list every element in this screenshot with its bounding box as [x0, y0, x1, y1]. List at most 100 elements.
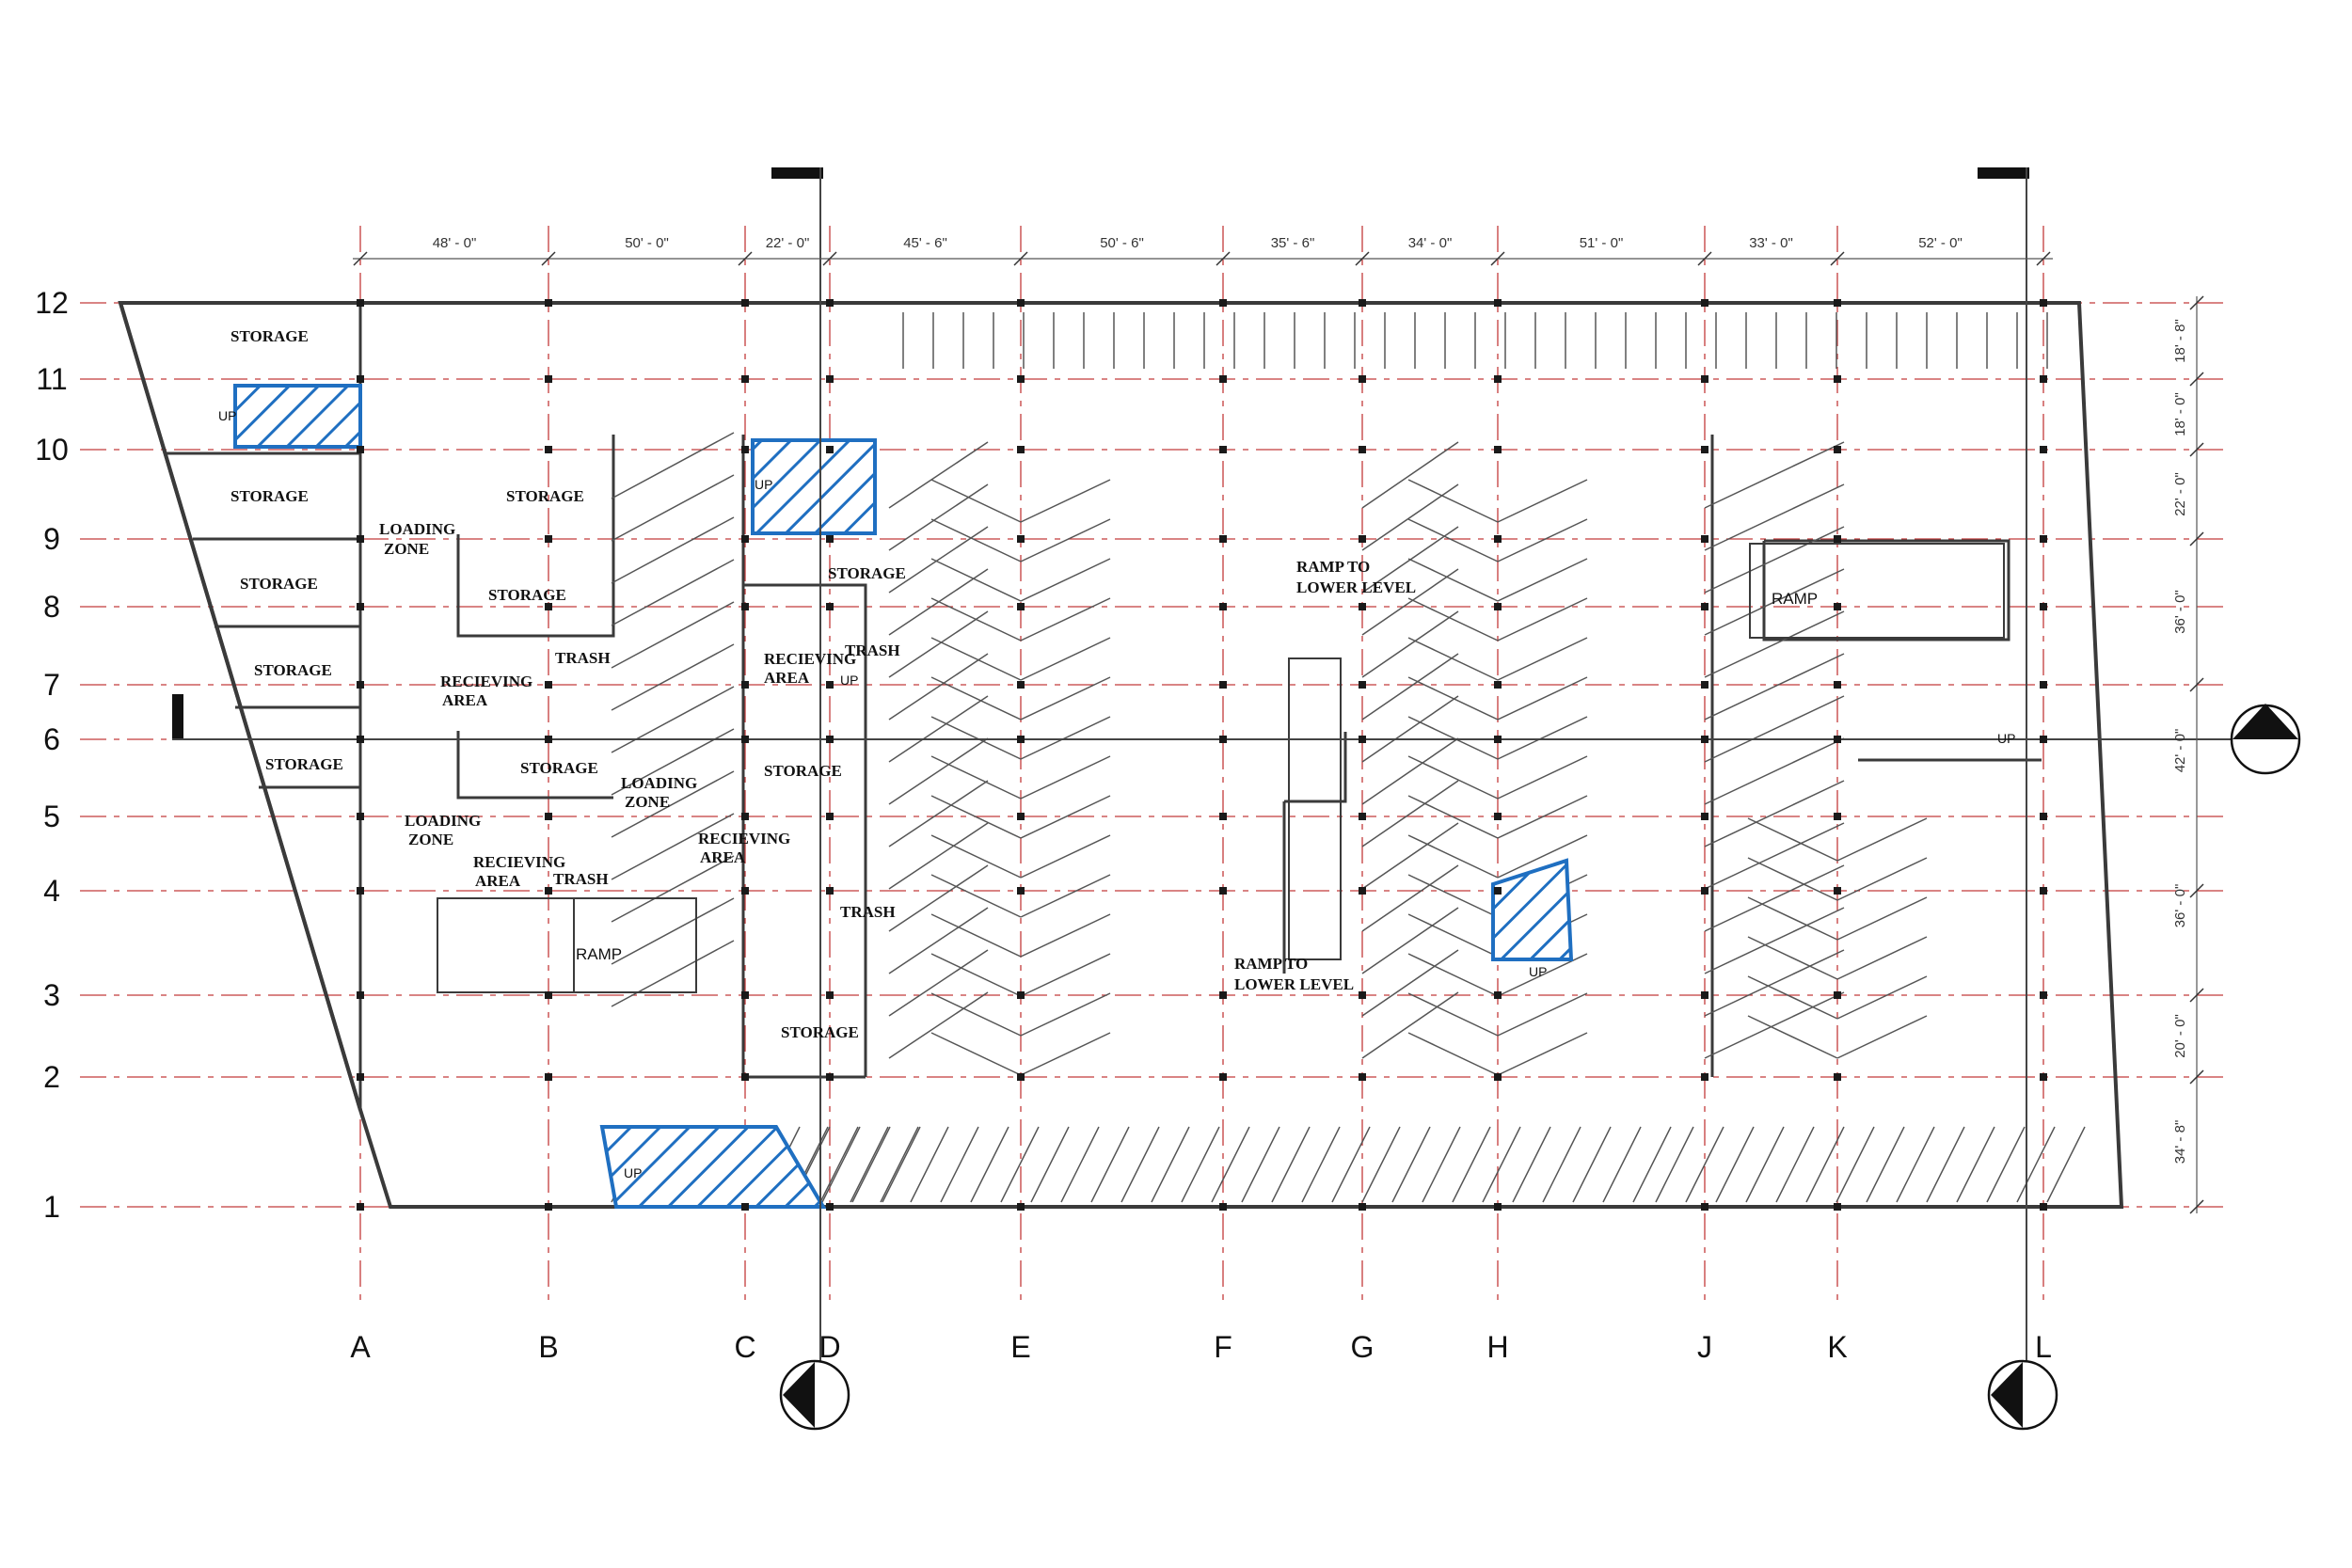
- structural-column: [826, 535, 834, 543]
- hatch-area-h: [1491, 858, 1574, 961]
- label-storage-11: STORAGE: [781, 1023, 859, 1041]
- row-label-3: 3: [43, 978, 60, 1012]
- structural-column: [1219, 813, 1227, 820]
- column-label-F: F: [1214, 1330, 1232, 1364]
- column-label-C: C: [734, 1330, 755, 1364]
- structural-column: [1494, 1073, 1502, 1081]
- structural-column: [545, 603, 552, 610]
- label-area-1: AREA: [442, 691, 488, 709]
- structural-column: [357, 681, 364, 689]
- structural-column: [357, 813, 364, 820]
- structural-column: [1494, 1203, 1502, 1211]
- structural-column: [545, 299, 552, 307]
- structural-column: [545, 1203, 552, 1211]
- hatch-area-stair-c: [751, 438, 877, 535]
- structural-column: [1359, 991, 1366, 999]
- structural-column: [1701, 603, 1708, 610]
- structural-column: [1219, 446, 1227, 453]
- structural-column: [357, 991, 364, 999]
- structural-column: [1017, 887, 1025, 895]
- structural-column: [2040, 1203, 2047, 1211]
- label-ramp-1: RAMP: [576, 945, 622, 963]
- structural-column: [357, 1073, 364, 1081]
- column-label-L: L: [2035, 1330, 2052, 1364]
- label-up-2: UP: [755, 477, 772, 492]
- row-label-12: 12: [35, 286, 69, 320]
- structural-column: [2040, 991, 2047, 999]
- structural-column: [2040, 681, 2047, 689]
- label-recieving-4: RECIEVING: [764, 650, 856, 668]
- structural-column: [1219, 603, 1227, 610]
- structural-column: [1359, 535, 1366, 543]
- label-storage-7: STORAGE: [488, 586, 566, 604]
- label-trash-3: TRASH: [845, 641, 900, 659]
- structural-column: [1017, 1203, 1025, 1211]
- structural-column: [1017, 446, 1025, 453]
- structural-column: [545, 375, 552, 383]
- structural-column: [1359, 1073, 1366, 1081]
- column-label-B: B: [538, 1330, 558, 1364]
- room-labels: STORAGE STORAGE STORAGE STORAGE STORAGE …: [218, 327, 2015, 1180]
- structural-column: [545, 991, 552, 999]
- row-label-11: 11: [36, 362, 67, 396]
- dimension-top-7: 34' - 0": [1408, 235, 1453, 251]
- structural-column: [1834, 681, 1841, 689]
- structural-column: [1701, 991, 1708, 999]
- column-label-E: E: [1010, 1330, 1030, 1364]
- column-label-G: G: [1351, 1330, 1375, 1364]
- structural-column: [1494, 603, 1502, 610]
- label-loading-3: LOADING: [621, 774, 697, 792]
- structural-column: [826, 887, 834, 895]
- label-ramp-2: RAMP: [1772, 590, 1818, 608]
- structural-column: [826, 375, 834, 383]
- dimension-top-1: 48' - 0": [433, 235, 477, 251]
- structural-column: [357, 535, 364, 543]
- structural-column: [1834, 991, 1841, 999]
- structural-column: [826, 991, 834, 999]
- dimension-right-3: 22' - 0": [2172, 472, 2188, 516]
- structural-column: [741, 375, 749, 383]
- structural-column: [357, 887, 364, 895]
- structural-column: [545, 535, 552, 543]
- structural-column: [1701, 1203, 1708, 1211]
- row-label-5: 5: [43, 800, 60, 833]
- structural-column: [1219, 1203, 1227, 1211]
- structural-column: [1834, 887, 1841, 895]
- structural-column: [1701, 813, 1708, 820]
- label-lower-level-1: LOWER LEVEL: [1296, 578, 1416, 596]
- column-label-A: A: [350, 1330, 371, 1364]
- structural-column: [1359, 1203, 1366, 1211]
- structural-column: [1494, 736, 1502, 743]
- structural-column: [1701, 681, 1708, 689]
- row-label-8: 8: [43, 590, 60, 624]
- structural-column: [2040, 813, 2047, 820]
- structural-column: [1219, 991, 1227, 999]
- label-storage-1: STORAGE: [230, 327, 309, 345]
- structural-column: [1834, 535, 1841, 543]
- label-loading-2: LOADING: [405, 812, 481, 830]
- structural-column: [1017, 681, 1025, 689]
- structural-column: [2040, 603, 2047, 610]
- structural-column: [826, 1203, 834, 1211]
- structural-column: [1359, 375, 1366, 383]
- label-zone-2: ZONE: [408, 831, 453, 848]
- structural-column: [1359, 887, 1366, 895]
- structural-column: [2040, 535, 2047, 543]
- dimension-lines: [353, 251, 2204, 1214]
- structural-column: [2040, 299, 2047, 307]
- structural-column: [357, 299, 364, 307]
- structural-column: [545, 887, 552, 895]
- structural-column: [357, 736, 364, 743]
- label-trash-2: TRASH: [553, 870, 609, 888]
- dimension-top-6: 35' - 6": [1271, 235, 1315, 251]
- label-up-4: UP: [624, 1165, 642, 1180]
- row-label-4: 4: [43, 874, 60, 908]
- label-loading-1: LOADING: [379, 520, 455, 538]
- label-storage-9: STORAGE: [828, 564, 906, 582]
- structural-column: [1834, 375, 1841, 383]
- structural-column: [1017, 603, 1025, 610]
- structural-column: [1834, 603, 1841, 610]
- hatch-area-south: [599, 1125, 827, 1209]
- structural-column: [1017, 375, 1025, 383]
- dimension-top-4: 45' - 6": [903, 235, 947, 251]
